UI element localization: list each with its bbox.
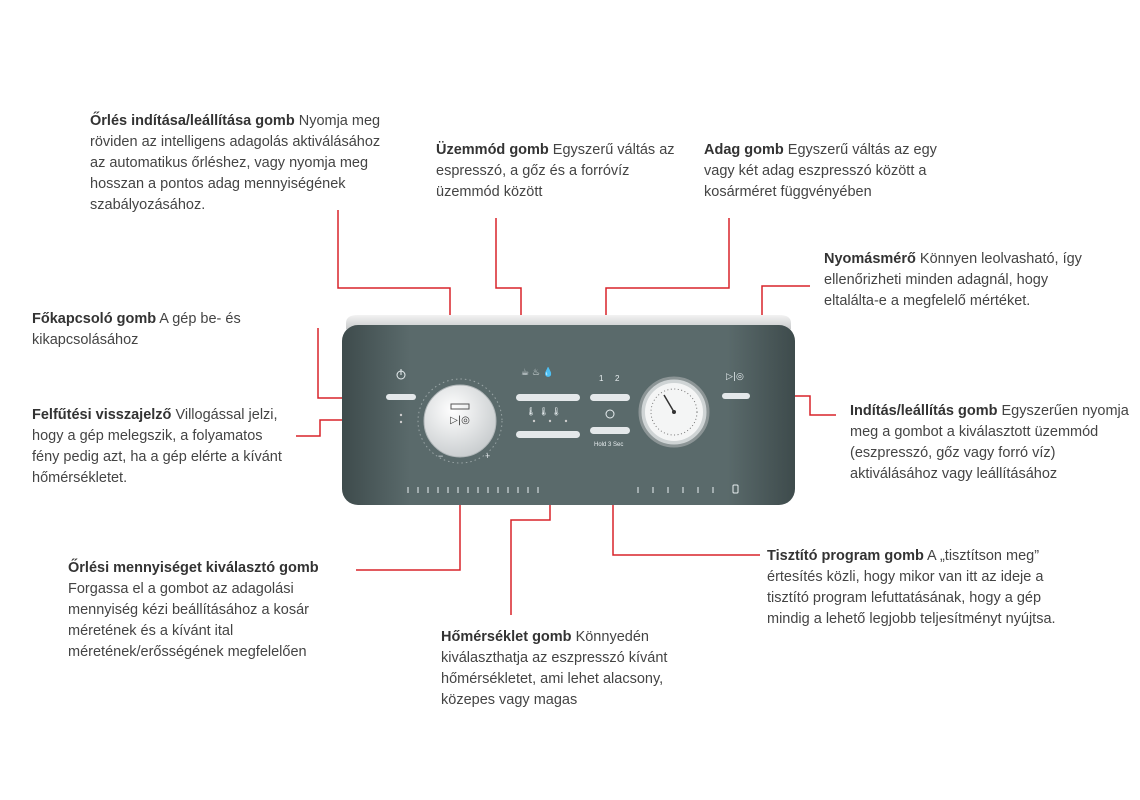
start-stop-button[interactable] — [722, 393, 750, 399]
callout-title: Őrlési mennyiséget kiválasztó gomb — [68, 560, 319, 576]
clean-button[interactable] — [590, 427, 630, 434]
callout-gauge: Nyomásmérő Könnyen leolvasható, így elle… — [824, 249, 1086, 312]
callout-title: Üzemmód gomb — [436, 142, 549, 158]
callout-text: Könnyen leolvasható, így ellenőrizheti m… — [824, 251, 1082, 309]
callout-title: Felfűtési visszajelző — [32, 407, 172, 423]
svg-text:🌡 🌡 🌡: 🌡 🌡 🌡 — [526, 407, 562, 416]
callout-text: Egyszerű váltás az espresszó, a gőz és a… — [436, 142, 675, 200]
callout-text: Könnyedén kiválaszthatja az eszpresszó k… — [441, 629, 668, 708]
grind-amount-knob[interactable]: ▷|◎ — [417, 378, 503, 464]
temperature-button[interactable] — [516, 431, 580, 438]
knob-minus: − — [438, 451, 443, 461]
svg-text:▷|◎: ▷|◎ — [450, 415, 470, 426]
power-icon — [396, 369, 406, 380]
callout-title: Főkapcsoló gomb — [32, 311, 157, 327]
callout-text: A „tisztítson meg” értesítés közli, hogy… — [767, 548, 1056, 627]
dose-2-label: 2 — [615, 374, 620, 383]
dose-1-label: 1 — [599, 374, 604, 383]
callout-mode: Üzemmód gomb Egyszerű váltás az espressz… — [436, 140, 676, 203]
svg-text:☕ ♨ 💧: ☕ ♨ 💧 — [521, 366, 554, 378]
power-button[interactable] — [386, 394, 416, 400]
dose-button[interactable] — [590, 394, 630, 401]
callout-text: Egyszerű váltás az egy vagy két adag esz… — [704, 142, 937, 200]
callout-grind-amount: Őrlési mennyiséget kiválasztó gomb Forga… — [68, 558, 353, 663]
callout-dose: Adag gomb Egyszerű váltás az egy vagy ké… — [704, 140, 954, 203]
callout-temperature: Hőmérséklet gomb Könnyedén kiválaszthatj… — [441, 627, 701, 711]
callout-title: Tisztító program gomb — [767, 548, 924, 564]
callout-clean: Tisztító program gomb A „tisztítson meg”… — [767, 546, 1067, 630]
callout-title: Őrlés indítása/leállítása gomb — [90, 113, 295, 129]
svg-text:▷|◎: ▷|◎ — [726, 372, 744, 382]
callout-grind-start: Őrlés indítása/leállítása gomb Nyomja me… — [90, 111, 390, 216]
callout-title: Adag gomb — [704, 142, 784, 158]
control-panel: ▷|◎ + − ☕ ♨ 💧 🌡 🌡 🌡 1 2 Hold 3 Sec ▷|◎ — [338, 315, 799, 505]
callout-title: Indítás/leállítás gomb — [850, 403, 998, 419]
callout-power: Főkapcsoló gomb A gép be- és kikapcsolás… — [32, 309, 272, 351]
mode-button[interactable] — [516, 394, 580, 401]
pressure-gauge — [638, 376, 710, 448]
knob-plus: + — [485, 451, 490, 461]
callout-text: A gép be- és kikapcsolásához — [32, 311, 241, 348]
callout-text: Egyszerűen nyomja meg a gombot a kiválas… — [850, 403, 1129, 482]
callout-text: Forgassa el a gombot az adagolási mennyi… — [68, 581, 309, 660]
callout-title: Hőmérséklet gomb — [441, 629, 572, 645]
callout-start-stop: Indítás/leállítás gomb Egyszerűen nyomja… — [850, 401, 1130, 485]
callout-text: Villogással jelzi, hogy a gép melegszik,… — [32, 407, 282, 486]
callout-heat: Felfűtési visszajelző Villogással jelzi,… — [32, 405, 287, 489]
hold-label: Hold 3 Sec — [594, 442, 623, 448]
callout-text: Nyomja meg röviden az intelligens adagol… — [90, 113, 381, 213]
callout-title: Nyomásmérő — [824, 251, 916, 267]
